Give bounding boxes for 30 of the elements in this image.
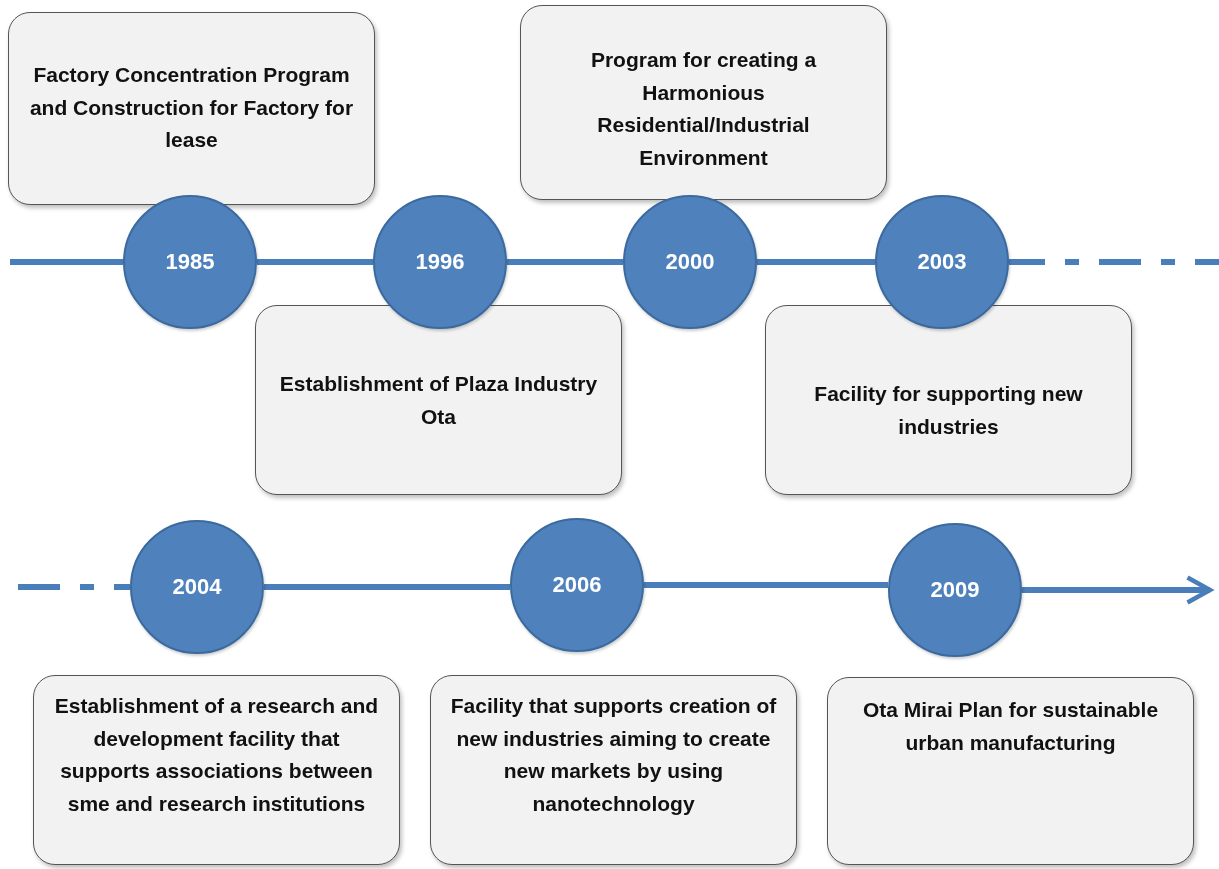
- event-box: [827, 677, 1194, 865]
- event-box: [520, 5, 887, 200]
- event-text: Factory Concentration Program and Construction for Factory for lease: [28, 62, 355, 153]
- event-box: [8, 12, 375, 205]
- event-box: [430, 675, 797, 865]
- event-text: Program for creating a Harmonious Residential/Industrial Environment: [589, 47, 818, 171]
- timeline-line: [644, 582, 888, 588]
- event-text: Facility that supports creation of new industries aiming to create new markets by using nanotechnology: [449, 693, 778, 817]
- event-text: Facility for supporting new industries: [813, 381, 1084, 440]
- event-box: [33, 675, 400, 865]
- event-box: [255, 305, 622, 495]
- timeline-line: [507, 259, 623, 265]
- timeline-line: [264, 584, 510, 590]
- year-label: 2006: [552, 572, 602, 598]
- timeline-line: [18, 584, 130, 590]
- event-text: Establishment of a research and development facility that supports associations between sme and research institutions: [53, 693, 380, 817]
- event-text: Ota Mirai Plan for sustainable urban manufacturing: [861, 697, 1160, 756]
- year-label: 2003: [917, 249, 967, 275]
- year-label: 2000: [665, 249, 715, 275]
- timeline-line: [257, 259, 373, 265]
- event-text: Establishment of Plaza Industry Ota: [278, 371, 599, 430]
- year-label: 1996: [415, 249, 465, 275]
- year-label: 2004: [172, 574, 222, 600]
- year-label: 1985: [165, 249, 215, 275]
- year-label: 2009: [930, 577, 980, 603]
- timeline-line: [1009, 259, 1219, 265]
- event-box: [765, 305, 1132, 495]
- timeline-line: [10, 259, 123, 265]
- timeline-arrow: [1022, 575, 1213, 605]
- timeline-line: [757, 259, 875, 265]
